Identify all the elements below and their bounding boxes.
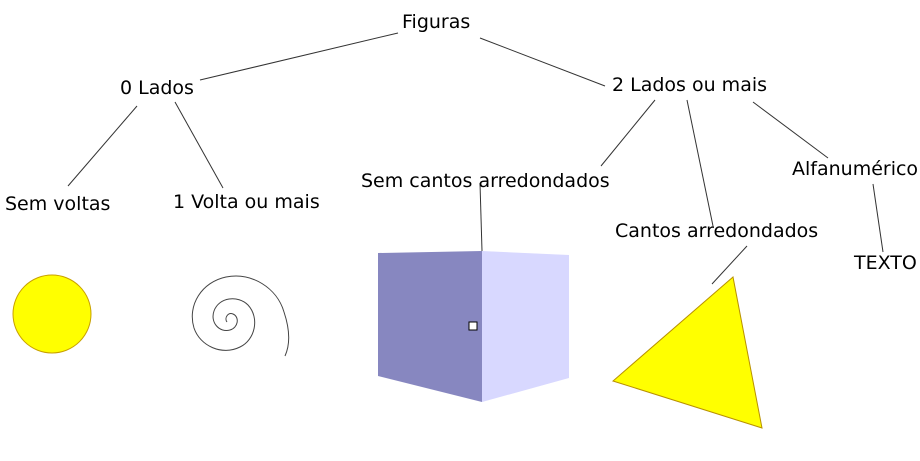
- edge-zero-no-turns: [67, 105, 138, 187]
- yellow-circle-icon: [12, 274, 92, 354]
- node-no-rounded-corners: Sem cantos arredondados: [361, 170, 610, 192]
- selection-handle[interactable]: [468, 321, 478, 331]
- cube-front-face: [378, 251, 482, 402]
- connector-lines: [67, 32, 884, 285]
- node-root: Figuras: [402, 11, 471, 33]
- edge-two-rounded: [686, 99, 714, 227]
- node-one-turn-or-more: 1 Volta ou mais: [173, 191, 320, 213]
- edge-root-zero-sides: [199, 32, 399, 81]
- node-zero-sides: 0 Lados: [120, 77, 194, 99]
- node-text-example: TEXTO: [854, 252, 917, 274]
- cube-icon: [378, 251, 569, 402]
- cube-side-face: [482, 251, 569, 402]
- edge-zero-one-turn: [174, 101, 224, 189]
- node-alphanumeric: Alfanumérico: [792, 158, 919, 180]
- edge-two-alphanumeric: [752, 101, 829, 159]
- edge-alphanumeric-text: [872, 183, 884, 253]
- node-rounded-corners: Cantos arredondados: [615, 220, 819, 242]
- node-two-or-more-sides: 2 Lados ou mais: [612, 74, 768, 96]
- node-no-turns: Sem voltas: [5, 193, 111, 215]
- edge-two-no-rounded: [600, 99, 656, 167]
- edge-no-rounded-cube: [479, 182, 483, 252]
- edge-rounded-triangle: [711, 245, 748, 285]
- edge-root-two-sides: [479, 37, 606, 87]
- yellow-triangle-icon: [611, 276, 763, 429]
- spiral-icon: [191, 275, 290, 357]
